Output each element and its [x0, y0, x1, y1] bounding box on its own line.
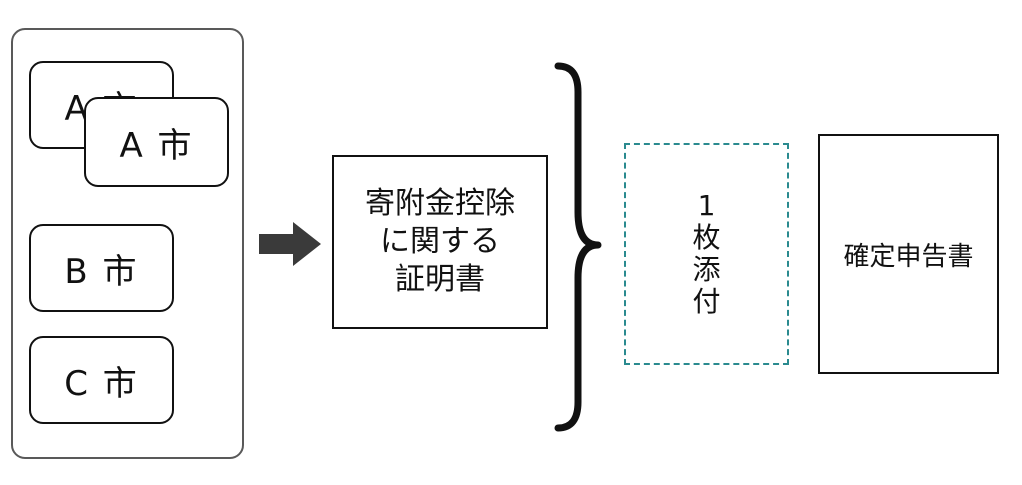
- attachment-line-3: 添: [692, 253, 721, 286]
- certificate-line-3: 証明書: [395, 262, 485, 297]
- city-c-label: C 市: [64, 363, 139, 404]
- city-b-card: B 市: [29, 224, 174, 312]
- tax-return-box: 確定申告書: [818, 134, 999, 374]
- right-arrow-icon: [259, 222, 321, 266]
- certificate-line-1: 寄附金控除: [365, 186, 515, 221]
- right-curly-brace-icon: [554, 62, 602, 432]
- city-a-front-label: A 市: [119, 125, 194, 166]
- attachment-note-box: 1 枚 添 付: [624, 143, 789, 365]
- city-a-front-card: A 市: [84, 97, 229, 187]
- certificate-line-2: に関する: [380, 224, 500, 259]
- city-c-card: C 市: [29, 336, 174, 424]
- city-b-label: B 市: [64, 251, 139, 292]
- attachment-line-2: 枚: [692, 221, 721, 254]
- attachment-line-4: 付: [692, 285, 721, 318]
- donation-certificate-box: 寄附金控除 に関する 証明書: [332, 155, 548, 329]
- attachment-line-1: 1: [697, 189, 716, 222]
- tax-return-label: 確定申告書: [843, 241, 974, 272]
